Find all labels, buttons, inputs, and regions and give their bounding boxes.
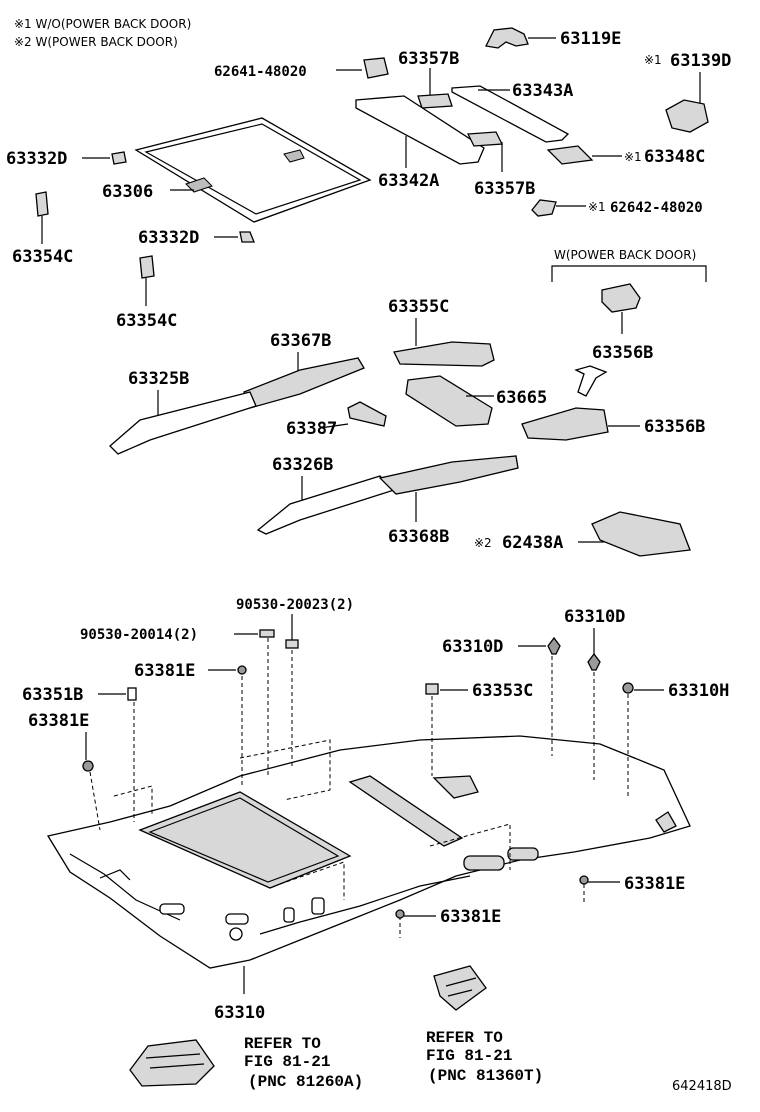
label-63310[interactable]: 63310 <box>214 1003 265 1023</box>
part-63310d-top-shape <box>587 652 601 671</box>
label-63357b-bottom[interactable]: 63357B <box>474 179 535 199</box>
ref-left-line3[interactable]: (PNC 81260A) <box>248 1073 363 1091</box>
part-63356b-top-shape <box>601 283 641 313</box>
label-63381e-right[interactable]: 63381E <box>624 874 685 894</box>
part-63119e-shape <box>485 27 556 49</box>
part-63310d-shape <box>547 636 561 655</box>
note-2: ※2 W(POWER BACK DOOR) <box>14 35 178 49</box>
part-63357b-bottom-shape <box>466 131 504 147</box>
part-63355c-shape <box>393 341 495 367</box>
label-63665[interactable]: 63665 <box>496 388 547 408</box>
part-63306-shape <box>134 117 372 223</box>
label-63355c[interactable]: 63355C <box>388 297 449 317</box>
part-63387-shape <box>347 401 387 427</box>
part-63325b-shape <box>109 391 257 455</box>
part-63381e-top-shape <box>237 665 247 675</box>
label-63310d-top[interactable]: 63310D <box>564 607 625 627</box>
label-62641-48020[interactable]: 62641-48020 <box>214 64 307 80</box>
ref-left-line2[interactable]: FIG 81-21 <box>244 1053 330 1071</box>
label-63354c-top[interactable]: 63354C <box>12 247 73 267</box>
map-lamp-right-shape <box>433 965 487 1011</box>
ref-right-line2[interactable]: FIG 81-21 <box>426 1047 512 1065</box>
part-62438a-shape <box>591 511 691 557</box>
label-90530-20023[interactable]: 90530-20023(2) <box>236 597 354 613</box>
label-63381e-bottom[interactable]: 63381E <box>440 907 501 927</box>
label-62642-48020[interactable]: 62642-48020 <box>610 200 703 216</box>
arrow-icon <box>574 365 608 397</box>
part-63342a-shape <box>355 95 485 165</box>
part-63381e-bottom-shape <box>395 909 405 919</box>
label-63325b[interactable]: 63325B <box>128 369 189 389</box>
ref-left-line1[interactable]: REFER TO <box>244 1035 321 1053</box>
part-63381e-left-shape <box>82 760 94 772</box>
label-63368b[interactable]: 63368B <box>388 527 449 547</box>
label-63119e[interactable]: 63119E <box>560 29 621 49</box>
dashed-leaders <box>89 638 629 938</box>
part-63351b-shape <box>127 687 137 701</box>
note-1: ※1 W/O(POWER BACK DOOR) <box>14 17 191 31</box>
part-63368b-shape <box>378 455 519 495</box>
label-63387[interactable]: 63387 <box>286 419 337 439</box>
label-63356b-top[interactable]: 63356B <box>592 343 653 363</box>
part-63356b-lower-shape <box>521 407 609 441</box>
label-63348c[interactable]: 63348C <box>644 147 705 167</box>
label-63139d[interactable]: 63139D <box>670 51 731 71</box>
label-63353c[interactable]: 63353C <box>472 681 533 701</box>
part-63326b-shape <box>256 475 396 535</box>
part-63139d-shape <box>665 99 709 133</box>
label-63306[interactable]: 63306 <box>102 182 153 202</box>
mark-62642: ※1 <box>588 200 606 214</box>
label-63351b[interactable]: 63351B <box>22 685 83 705</box>
ref-right-line3[interactable]: (PNC 81360T) <box>428 1067 543 1085</box>
part-63353c-shape <box>425 683 439 695</box>
label-63356b-lower[interactable]: 63356B <box>644 417 705 437</box>
label-63381e-top[interactable]: 63381E <box>134 661 195 681</box>
part-63343a-shape <box>451 85 570 143</box>
label-63354c-lower[interactable]: 63354C <box>116 311 177 331</box>
part-63381e-right-shape <box>579 875 589 885</box>
label-63357b-top[interactable]: 63357B <box>398 49 459 69</box>
label-63343a[interactable]: 63343A <box>512 81 573 101</box>
part-63665-shape <box>405 375 493 427</box>
part-63332d-top-shape <box>111 151 127 165</box>
ref-right-line1[interactable]: REFER TO <box>426 1029 503 1047</box>
part-62642-shape <box>531 199 557 217</box>
label-63310h[interactable]: 63310H <box>668 681 729 701</box>
label-62438a[interactable]: 62438A <box>502 533 563 553</box>
part-63332d-lower-shape <box>239 231 255 243</box>
part-63310-headliner-shape <box>46 735 691 969</box>
part-90530-20023-shape <box>285 639 299 649</box>
part-63354c-lower-shape <box>139 255 155 279</box>
label-63342a[interactable]: 63342A <box>378 171 439 191</box>
label-63381e-left[interactable]: 63381E <box>28 711 89 731</box>
part-63348c-shape <box>546 145 594 165</box>
part-90530-20014-shape <box>259 629 275 638</box>
part-62641-shape <box>363 57 389 79</box>
label-63326b[interactable]: 63326B <box>272 455 333 475</box>
label-90530-20014[interactable]: 90530-20014(2) <box>80 627 198 643</box>
mark-62438a: ※2 <box>474 536 492 550</box>
group-bracket <box>551 265 707 282</box>
label-63332d-lower[interactable]: 63332D <box>138 228 199 248</box>
label-63367b[interactable]: 63367B <box>270 331 331 351</box>
part-63367b-shape <box>243 357 365 409</box>
mark-63139d: ※1 <box>644 53 662 67</box>
map-lamp-left-shape <box>129 1039 215 1087</box>
label-63310d[interactable]: 63310D <box>442 637 503 657</box>
figure-id: 642418D <box>672 1079 732 1094</box>
part-63354c-top-shape <box>35 191 49 217</box>
part-63310h-shape <box>622 682 634 694</box>
part-63357b-top-shape <box>417 93 453 109</box>
label-63332d-top[interactable]: 63332D <box>6 149 67 169</box>
mark-63348c: ※1 <box>624 150 642 164</box>
group-label-power-back-door: W(POWER BACK DOOR) <box>554 248 696 262</box>
